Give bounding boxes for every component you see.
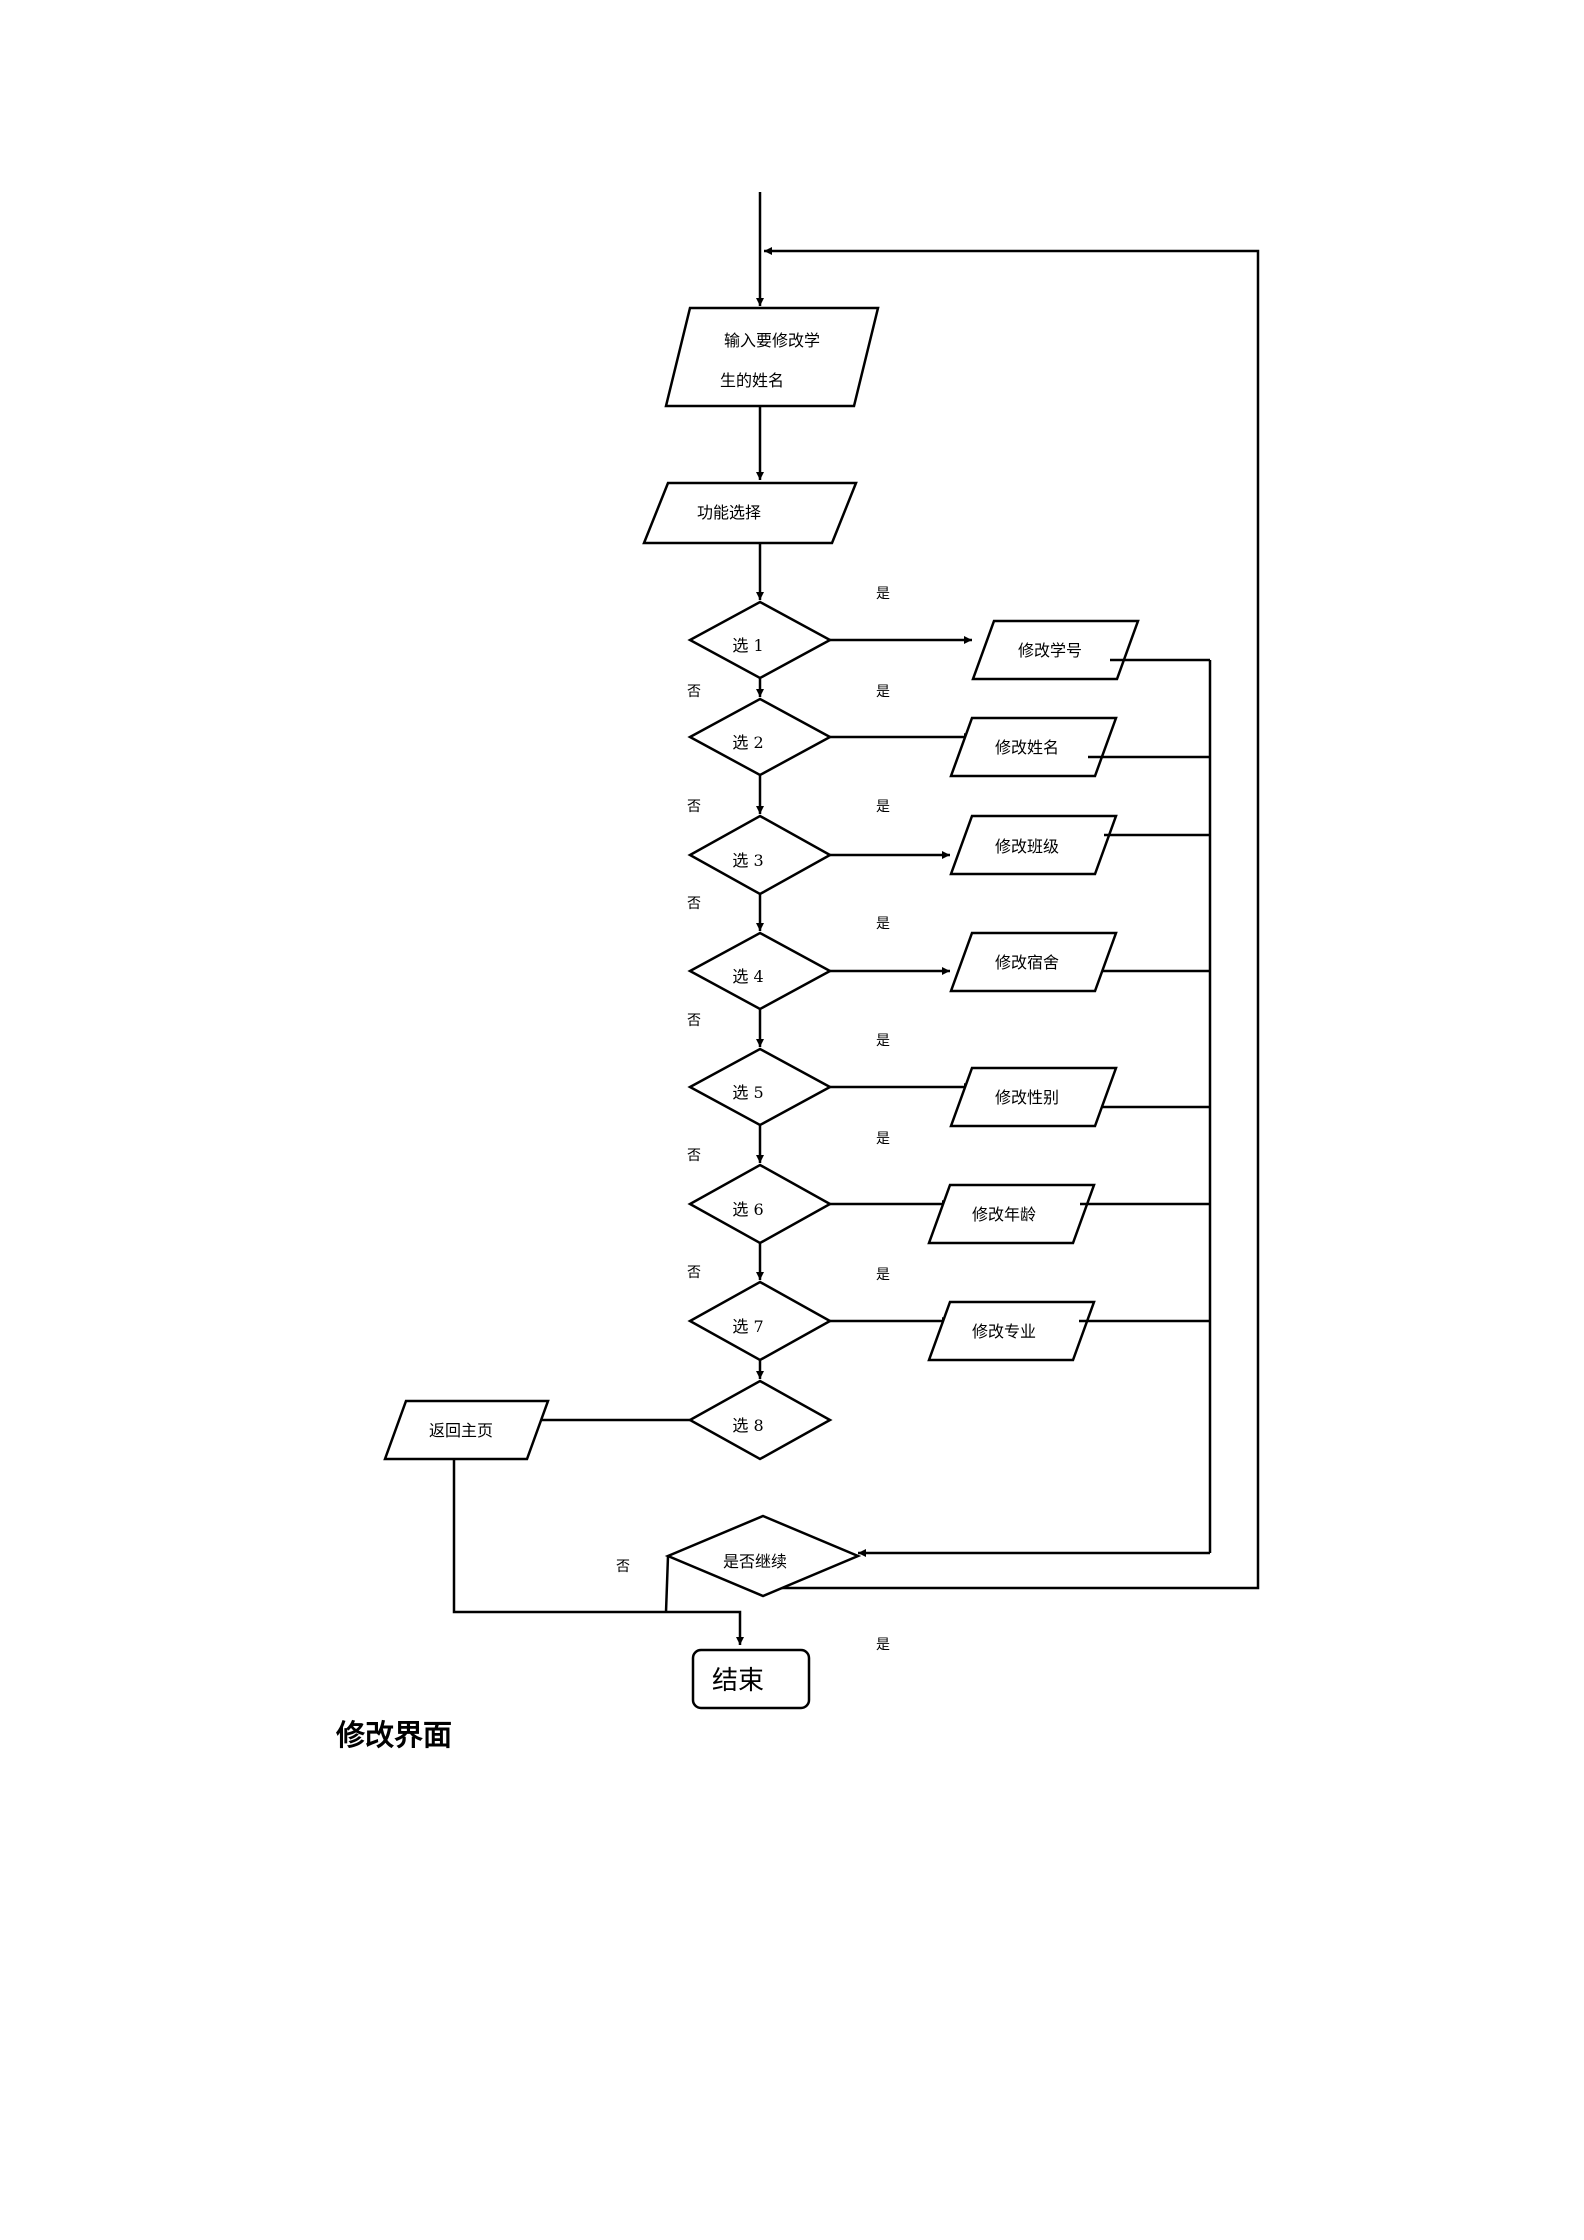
return-home-to-end-line <box>452 1459 744 1645</box>
action-1-node <box>971 619 1140 681</box>
continue-decision <box>664 1514 862 1598</box>
function-select-node <box>642 481 858 545</box>
decision-3-label: 选 3 <box>732 851 763 870</box>
yes-label-6: 是 <box>876 1131 890 1147</box>
no-label-continue: 否 <box>616 1559 630 1575</box>
action-2-node <box>949 716 1118 778</box>
action-7-label: 修改专业 <box>972 1322 1036 1341</box>
action-4-node <box>949 931 1118 993</box>
action-1-label: 修改学号 <box>1018 641 1082 660</box>
action-5-label: 修改性别 <box>995 1088 1059 1107</box>
decision-5-label: 选 5 <box>732 1083 763 1102</box>
action-3-node <box>949 814 1118 876</box>
loop-back-line <box>745 247 1260 1590</box>
end-label: 结束 <box>712 1666 764 1696</box>
action-6-label: 修改年龄 <box>972 1205 1036 1224</box>
no-label-3: 否 <box>687 896 701 912</box>
decision-8 <box>687 1379 833 1461</box>
input-student-name-node <box>664 306 880 408</box>
yes-label-4: 是 <box>876 916 890 932</box>
decision-1-label: 选 1 <box>732 636 763 655</box>
action-2-label: 修改姓名 <box>995 738 1059 757</box>
decision-6-label: 选 6 <box>732 1200 763 1219</box>
input-student-name-line2: 生的姓名 <box>720 371 784 390</box>
decision-2-label: 选 2 <box>732 733 763 752</box>
decision-8-label: 选 8 <box>732 1416 763 1435</box>
continue-no-line <box>664 1555 670 1613</box>
return-home-node <box>383 1399 550 1461</box>
yes-label-1: 是 <box>876 586 890 602</box>
end-node <box>691 1648 811 1710</box>
decision-4-label: 选 4 <box>732 967 763 986</box>
no-label-1: 否 <box>687 684 701 700</box>
no-label-4: 否 <box>687 1013 701 1029</box>
yes-label-5: 是 <box>876 1033 890 1049</box>
decision-7-label: 选 7 <box>732 1317 763 1336</box>
no-label-2: 否 <box>687 799 701 815</box>
no-label-6: 否 <box>687 1265 701 1281</box>
yes-label-3: 是 <box>876 799 890 815</box>
yes-label-continue: 是 <box>876 1637 890 1653</box>
section-caption: 修改界面 <box>336 1718 453 1752</box>
continue-decision-label: 是否继续 <box>723 1552 787 1571</box>
no-label-5: 否 <box>687 1148 701 1164</box>
action-6-node <box>927 1183 1096 1245</box>
yes-label-2: 是 <box>876 684 890 700</box>
yes-label-7: 是 <box>876 1267 890 1283</box>
action-5-node <box>949 1066 1118 1128</box>
function-select-label: 功能选择 <box>697 503 761 522</box>
input-student-name-line1: 输入要修改学 <box>724 331 820 350</box>
action-4-label: 修改宿舍 <box>995 953 1059 972</box>
action-7-node <box>927 1300 1096 1362</box>
return-home-label: 返回主页 <box>429 1421 493 1440</box>
flowchart: 输入要修改学 生的姓名 功能选择 选 1 是 修改学号 否 选 2 是 修改姓名… <box>383 192 1260 1710</box>
action-3-label: 修改班级 <box>995 837 1059 856</box>
